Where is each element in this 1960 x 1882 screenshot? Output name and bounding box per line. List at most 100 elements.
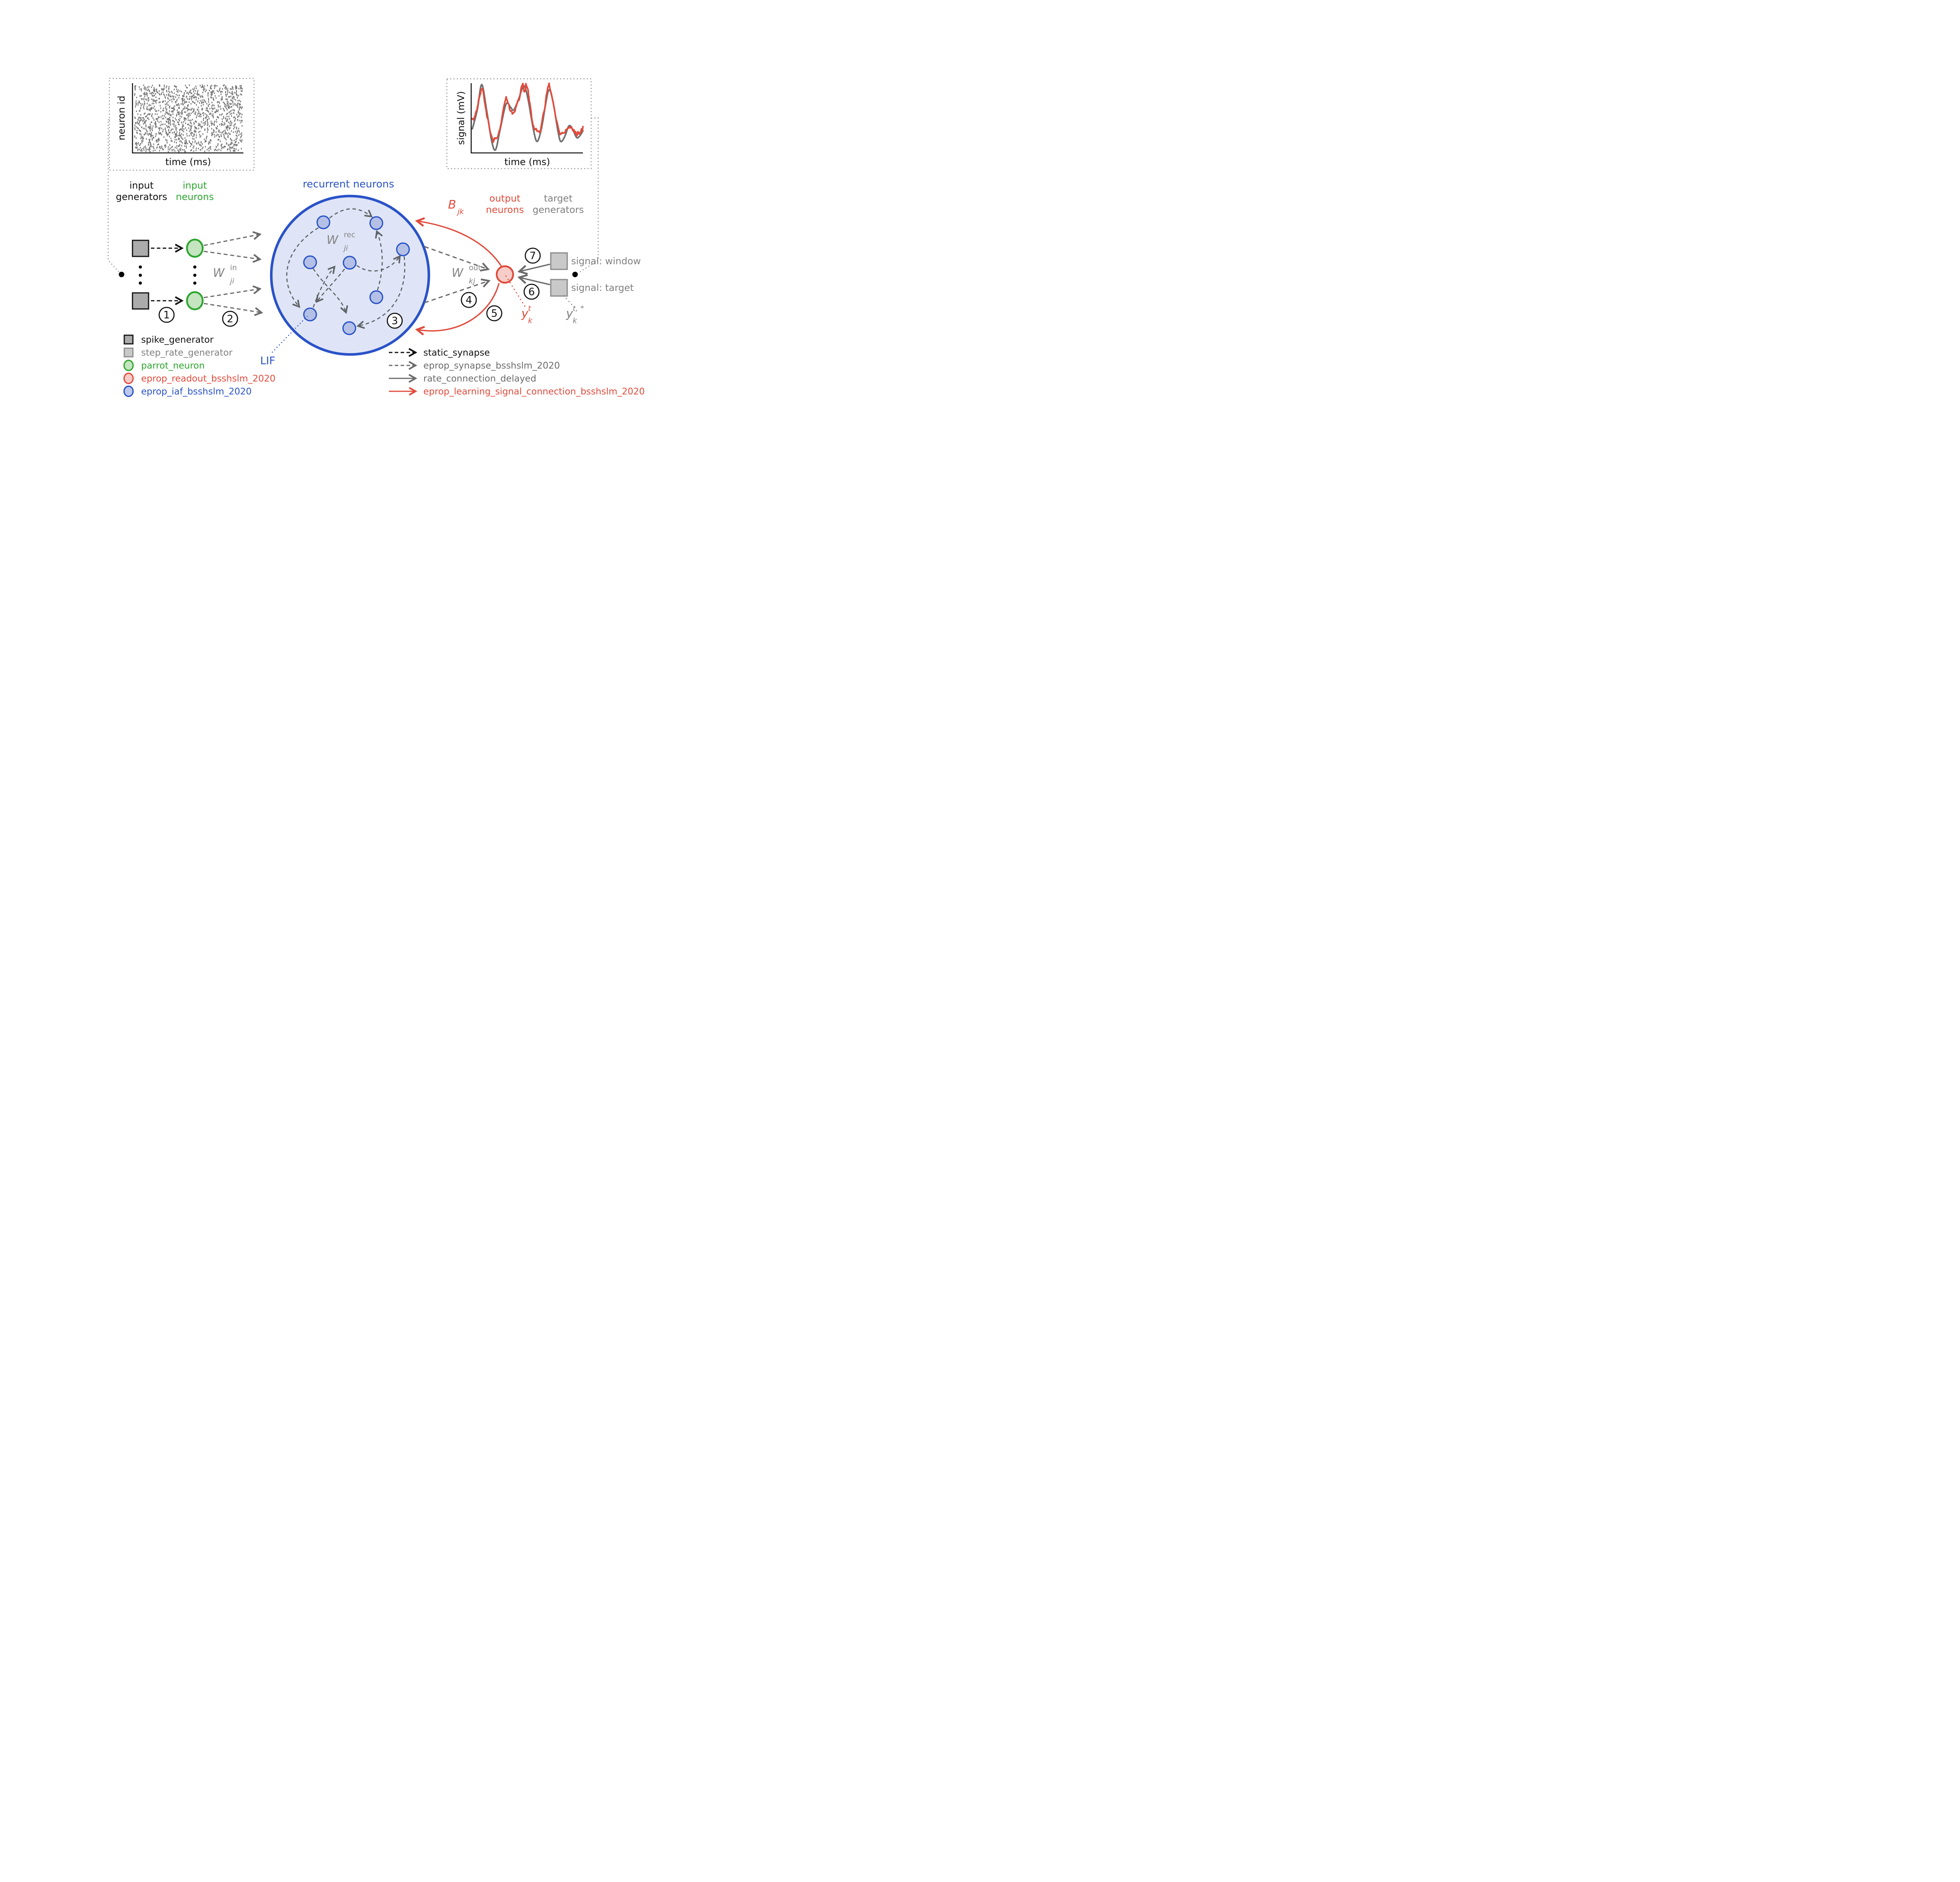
legend-label: eprop_readout_bsshslm_2020 bbox=[141, 374, 276, 384]
spike-dot bbox=[236, 91, 237, 93]
spike-dot bbox=[201, 143, 203, 145]
spike-dot bbox=[167, 118, 168, 120]
spike-dot bbox=[229, 146, 230, 148]
spike-dot bbox=[214, 95, 216, 97]
spike-dot bbox=[230, 110, 232, 112]
spike-dot bbox=[174, 105, 175, 107]
spike-dot bbox=[172, 132, 173, 134]
spike-dot bbox=[144, 95, 145, 97]
spike-dot bbox=[143, 108, 145, 110]
spike-dot bbox=[211, 91, 212, 93]
spike-dot bbox=[228, 104, 229, 106]
spike-dot bbox=[183, 128, 185, 130]
spike-dot bbox=[176, 135, 177, 137]
spike-dot bbox=[149, 113, 151, 115]
spike-dot bbox=[143, 147, 145, 149]
spike-dot bbox=[176, 131, 178, 133]
spike-dot bbox=[173, 96, 174, 98]
spike-dot bbox=[136, 147, 138, 149]
spike-dot bbox=[181, 116, 182, 118]
spike-dot bbox=[163, 110, 164, 112]
spike-dot bbox=[238, 130, 240, 132]
spike-dot bbox=[163, 107, 164, 109]
spike-dot bbox=[217, 102, 218, 104]
spike-dot bbox=[157, 144, 158, 146]
spike-dot bbox=[138, 117, 140, 119]
spike-dot bbox=[143, 105, 145, 107]
spike-dot bbox=[136, 110, 137, 112]
spike-dot bbox=[225, 118, 227, 120]
spike-dot bbox=[232, 102, 234, 104]
spike-dot bbox=[158, 131, 160, 133]
spike-dot bbox=[152, 125, 154, 127]
spike-dot bbox=[180, 128, 181, 130]
spike-dot bbox=[201, 121, 202, 123]
spike-dot bbox=[145, 88, 147, 90]
spike-dot bbox=[226, 87, 227, 89]
eprop-network-diagram: neuron id time (ms) signal (mV) time (ms… bbox=[107, 78, 645, 397]
spike-dot bbox=[147, 86, 148, 88]
spike-dot bbox=[190, 122, 191, 124]
spike-dot bbox=[170, 124, 171, 126]
spike-dot bbox=[182, 128, 183, 129]
spike-dot bbox=[194, 140, 196, 142]
spike-dot bbox=[220, 91, 221, 93]
spike-dot bbox=[164, 145, 165, 147]
spike-dot bbox=[153, 89, 154, 91]
spike-dot bbox=[171, 111, 172, 113]
spike-dot bbox=[226, 113, 227, 115]
spike-dot bbox=[182, 138, 183, 140]
spike-dot bbox=[219, 136, 220, 138]
spike-dot bbox=[174, 85, 175, 87]
spike-dot bbox=[145, 125, 147, 127]
spike-dot bbox=[235, 99, 236, 101]
spike-dot bbox=[137, 127, 138, 129]
spike-dot bbox=[160, 147, 161, 149]
spike-dot bbox=[240, 122, 241, 124]
spike-dot bbox=[186, 101, 187, 103]
spike-dot bbox=[174, 85, 176, 87]
spike-dot bbox=[174, 126, 176, 128]
spike-dot bbox=[161, 93, 162, 95]
spike-dot bbox=[180, 147, 181, 149]
spike-dot bbox=[192, 95, 193, 97]
spike-generator-node bbox=[132, 292, 149, 310]
spike-dot bbox=[232, 92, 233, 94]
spike-dot bbox=[217, 125, 218, 127]
spike-dot bbox=[183, 149, 185, 151]
learning-signal-arrow bbox=[418, 283, 500, 331]
spike-dot bbox=[145, 120, 147, 122]
spike-dot bbox=[178, 119, 179, 120]
spike-dot bbox=[158, 109, 160, 111]
spike-dot bbox=[135, 122, 136, 124]
spike-dot bbox=[178, 124, 180, 125]
spike-dot bbox=[198, 147, 199, 149]
spike-dot bbox=[174, 150, 176, 152]
spike-dot bbox=[189, 114, 191, 116]
svg-text:jk: jk bbox=[456, 207, 464, 216]
spike-dot bbox=[166, 109, 167, 111]
svg-text:y: y bbox=[566, 307, 573, 321]
spike-dot bbox=[199, 102, 200, 104]
spike-dot bbox=[220, 140, 221, 142]
spike-dot bbox=[148, 144, 149, 146]
spike-dot bbox=[181, 137, 183, 139]
spike-dot bbox=[180, 140, 181, 142]
spike-dot bbox=[168, 130, 169, 132]
spike-dot bbox=[210, 139, 211, 141]
spike-dot bbox=[149, 130, 151, 132]
spike-dot bbox=[211, 97, 212, 99]
input-activity-panel: neuron id time (ms) bbox=[109, 78, 255, 171]
spike-dot bbox=[159, 150, 160, 152]
spike-dot bbox=[183, 117, 185, 119]
spike-dot bbox=[195, 111, 196, 113]
spike-dot bbox=[211, 107, 212, 109]
spike-dot bbox=[241, 139, 243, 141]
spike-dot bbox=[221, 147, 222, 149]
spike-dot bbox=[180, 134, 181, 136]
spike-dot bbox=[237, 131, 238, 133]
spike-dot bbox=[212, 113, 214, 115]
spike-dot bbox=[163, 118, 164, 120]
spike-dot bbox=[196, 127, 197, 129]
spike-dot bbox=[167, 127, 168, 128]
